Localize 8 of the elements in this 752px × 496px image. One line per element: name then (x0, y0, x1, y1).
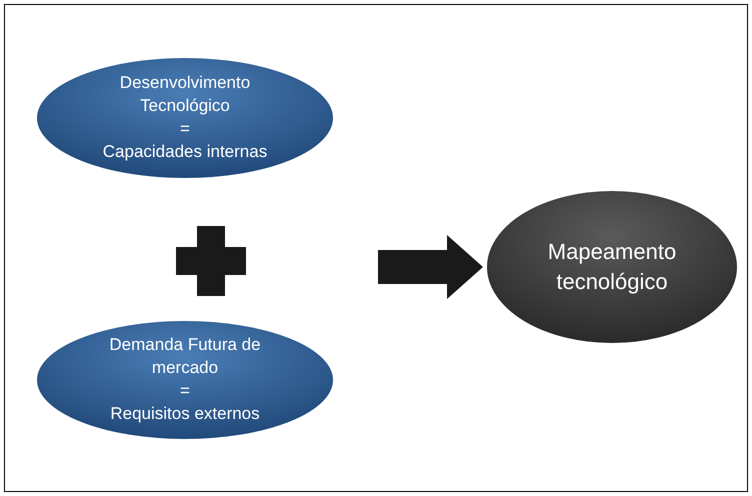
node-label: = (179, 380, 191, 402)
node-label: Desenvolvimento Tecnológico (118, 72, 252, 118)
node-label: = (179, 118, 191, 140)
node-label: Demanda Futura de mercado (108, 334, 262, 380)
node-label: Mapeamento tecnológico (546, 238, 678, 296)
node-label: Requisitos externos (109, 402, 261, 425)
block-arrow (378, 235, 483, 299)
node-label: Capacidades internas (102, 140, 268, 163)
